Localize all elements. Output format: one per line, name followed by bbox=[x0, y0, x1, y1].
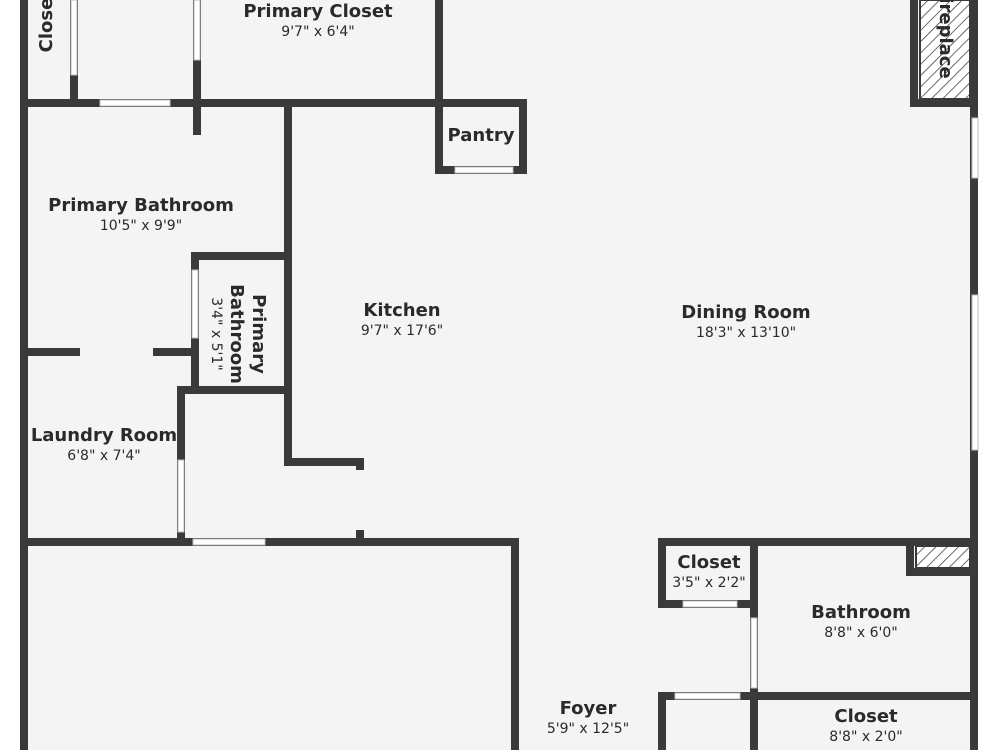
wall bbox=[356, 530, 364, 542]
doorway bbox=[177, 459, 185, 533]
room-name: ireplace bbox=[935, 0, 956, 79]
room-name: Kitchen bbox=[363, 300, 441, 321]
room-dimensions: 6'8" x 7'4" bbox=[67, 448, 141, 464]
wall bbox=[910, 99, 978, 107]
room-dimensions: 5'9" x 12'5" bbox=[546, 721, 630, 737]
room-dimensions: 3'4" x 5'1" bbox=[208, 297, 224, 371]
room-dimensions: 3'5" x 2'2" bbox=[672, 575, 746, 591]
bathroom-label: Bathroom 8'8" x 6'0" bbox=[776, 602, 946, 642]
room-dimensions: 9'7" x 17'6" bbox=[360, 323, 444, 339]
wall bbox=[658, 538, 666, 608]
laundry-room-label: Laundry Room 6'8" x 7'4" bbox=[24, 425, 184, 465]
wall bbox=[658, 692, 666, 750]
room-dimensions: 8'8" x 6'0" bbox=[824, 625, 898, 641]
wall bbox=[191, 252, 292, 260]
room-name: Closet bbox=[677, 552, 741, 573]
doorway bbox=[682, 600, 738, 608]
wall bbox=[906, 568, 978, 576]
room-name: Laundry Room bbox=[30, 425, 178, 446]
room-name-line-2: Bathroom bbox=[226, 284, 247, 384]
outer-wall-left bbox=[20, 0, 28, 750]
wall bbox=[177, 386, 292, 394]
doorway bbox=[99, 99, 171, 107]
doorway bbox=[191, 269, 199, 339]
room-name: Close bbox=[36, 0, 57, 53]
dining-room-label: Dining Room 18'3" x 13'10" bbox=[646, 302, 846, 342]
foyer-label: Foyer 5'9" x 12'5" bbox=[528, 698, 648, 738]
primary-closet-label: Primary Closet 9'7" x 6'4" bbox=[218, 1, 418, 41]
pantry-label: Pantry bbox=[443, 125, 519, 147]
room-name: Dining Room bbox=[681, 302, 811, 323]
primary-bathroom-small-label: Primary Bathroom 3'4" x 5'1" bbox=[207, 274, 269, 394]
closet-bottom-label: Closet 8'8" x 2'0" bbox=[776, 706, 956, 746]
room-name: Foyer bbox=[559, 698, 617, 719]
doorway bbox=[750, 617, 758, 689]
wall bbox=[20, 99, 527, 107]
wall bbox=[906, 538, 914, 576]
doorway bbox=[454, 166, 514, 174]
window bbox=[70, 0, 78, 76]
window bbox=[193, 0, 201, 61]
room-dimensions: 9'7" x 6'4" bbox=[281, 24, 355, 40]
floor-area bbox=[22, 0, 978, 750]
room-name: Primary Bathroom bbox=[48, 195, 234, 216]
window bbox=[971, 294, 979, 451]
wall bbox=[435, 99, 443, 174]
wall bbox=[658, 692, 978, 700]
room-name: Bathroom bbox=[811, 602, 911, 623]
doorway bbox=[192, 538, 266, 546]
fireplace-label: ireplace bbox=[934, 0, 956, 83]
wall bbox=[519, 99, 527, 174]
room-name: Pantry bbox=[447, 125, 515, 146]
wall bbox=[284, 458, 364, 466]
fireplace-hatch bbox=[919, 0, 971, 100]
window bbox=[971, 117, 979, 179]
primary-bathroom-label: Primary Bathroom 10'5" x 9'9" bbox=[28, 195, 254, 235]
wall bbox=[284, 104, 292, 394]
closet-top-left-label: Close bbox=[36, 0, 58, 56]
wall bbox=[284, 386, 292, 466]
wall bbox=[20, 538, 519, 546]
room-name-line-1: Primary bbox=[248, 294, 269, 374]
room-name: Primary Closet bbox=[243, 1, 393, 22]
wall bbox=[910, 0, 918, 107]
room-name: Closet bbox=[834, 706, 898, 727]
doorway bbox=[674, 692, 741, 700]
wall bbox=[356, 458, 364, 470]
wall bbox=[153, 348, 199, 356]
wall bbox=[20, 348, 80, 356]
shower-hatch bbox=[915, 545, 971, 569]
wall bbox=[193, 0, 201, 135]
wall bbox=[658, 538, 978, 546]
wall bbox=[435, 0, 443, 104]
room-dimensions: 18'3" x 13'10" bbox=[695, 325, 797, 341]
kitchen-label: Kitchen 9'7" x 17'6" bbox=[322, 300, 482, 340]
room-dimensions: 8'8" x 2'0" bbox=[829, 729, 903, 745]
wall bbox=[511, 538, 519, 750]
room-dimensions: 10'5" x 9'9" bbox=[99, 218, 183, 234]
closet-small-label: Closet 3'5" x 2'2" bbox=[664, 552, 754, 592]
